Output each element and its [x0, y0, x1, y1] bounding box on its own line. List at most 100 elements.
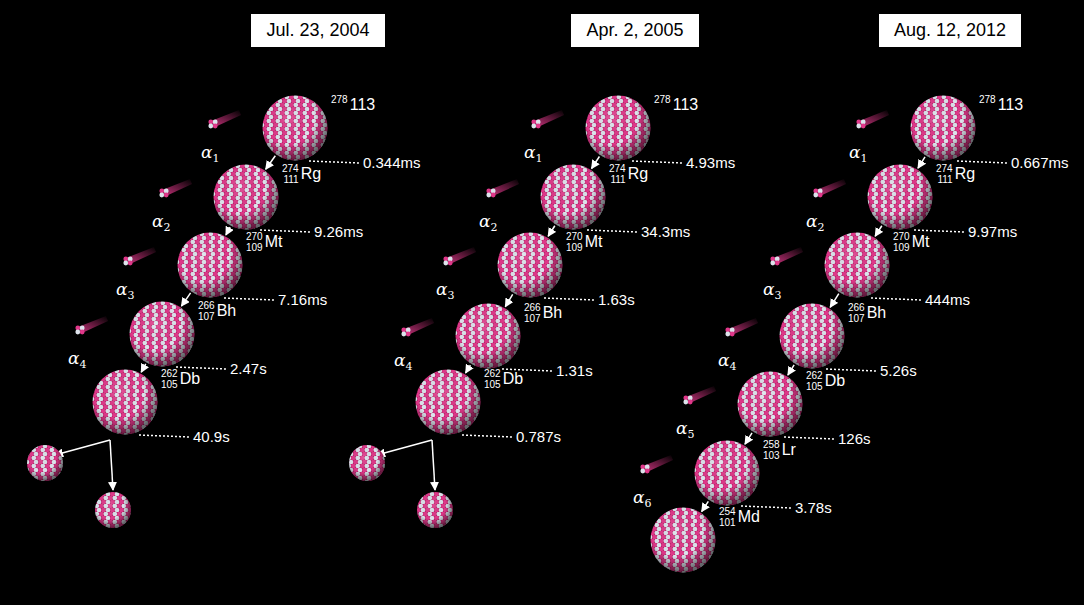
- nuclide-label: 262105Db: [161, 368, 200, 390]
- nuclide-label: 270109Mt: [566, 231, 602, 253]
- alpha-index: 4: [79, 358, 86, 371]
- half-life: 1.63s: [598, 291, 635, 308]
- nucleus-sphere: [497, 232, 563, 298]
- nucleus-sphere: [585, 95, 651, 161]
- alpha-particle: [725, 328, 734, 337]
- alpha-symbol: α: [201, 142, 212, 162]
- element-symbol: Mt: [265, 233, 283, 251]
- mass-number: 262: [161, 368, 178, 379]
- alpha-index: 2: [163, 221, 170, 234]
- nucleus-sphere: [415, 369, 481, 435]
- half-life: 0.667ms: [1011, 154, 1069, 171]
- alpha-mark: α1: [201, 142, 219, 162]
- mass-number: 254: [719, 506, 736, 517]
- alpha-particle: [123, 257, 132, 266]
- decay-arrow: [466, 365, 471, 373]
- alpha-mark: α3: [436, 279, 454, 299]
- leader-line: [176, 367, 226, 369]
- half-life: 0.787s: [516, 428, 561, 445]
- nucleus-sphere: [177, 232, 243, 298]
- alpha-particle: [401, 328, 410, 337]
- leader-line: [309, 161, 359, 163]
- nuclide-numbers: 278: [979, 94, 996, 116]
- mass-number: 278: [331, 94, 348, 105]
- element-number: 113: [673, 96, 699, 114]
- nuclide-label: 262105Db: [806, 370, 845, 392]
- element-symbol: Bh: [867, 304, 887, 322]
- alpha-symbol: α: [479, 211, 490, 231]
- atomic-number: 107: [198, 311, 215, 322]
- alpha-mark: α6: [633, 487, 651, 507]
- nucleus-sphere: [129, 301, 195, 367]
- alpha-symbol: α: [763, 279, 774, 299]
- atomic-number: 101: [719, 517, 736, 528]
- half-life: 2.47s: [230, 360, 267, 377]
- alpha-symbol: α: [152, 211, 163, 231]
- decay-arrow: [875, 226, 882, 237]
- nucleus: 274111Rg: [213, 164, 279, 230]
- alpha-symbol: α: [849, 142, 860, 162]
- decay-arrow: [181, 293, 190, 306]
- nuclide-label: 266107Bh: [848, 302, 886, 324]
- nuclide-label: 274111Rg: [282, 163, 321, 185]
- nucleus-sphere: [92, 369, 158, 435]
- half-life: 34.3ms: [641, 223, 690, 240]
- atomic-number: 107: [848, 313, 865, 324]
- leader-line: [957, 161, 1007, 163]
- alpha-particle: [208, 120, 217, 129]
- alpha-particle: [75, 326, 84, 335]
- leader-line: [224, 298, 274, 300]
- half-life: 3.78s: [795, 499, 832, 516]
- alpha-mark: α3: [763, 279, 781, 299]
- fission-fragment: [417, 492, 453, 528]
- nucleus-sphere: [455, 303, 521, 369]
- date-box: Jul. 23, 2004: [251, 14, 384, 47]
- mass-number: 278: [654, 94, 671, 105]
- nuclide-label: 258103Lr: [763, 439, 796, 461]
- decay-arrow: [226, 227, 230, 235]
- decay-arrow: [592, 156, 600, 168]
- date-box: Apr. 2, 2005: [571, 14, 698, 47]
- mass-number: 270: [246, 231, 263, 242]
- nuclide-numbers: 266107: [198, 300, 215, 322]
- atomic-number: 109: [246, 242, 263, 253]
- leader-line: [587, 230, 637, 232]
- nucleus-sphere: [540, 164, 606, 230]
- atomic-number: 105: [806, 381, 823, 392]
- nucleus-sphere: [262, 95, 328, 161]
- atomic-number: 109: [566, 242, 583, 253]
- nucleus-sphere: [737, 371, 803, 437]
- alpha-index: 5: [687, 428, 694, 441]
- half-life: 9.97ms: [968, 223, 1017, 240]
- element-symbol: Db: [180, 370, 200, 388]
- alpha-index: 6: [644, 497, 651, 510]
- mass-number: 266: [848, 302, 865, 313]
- fission-arrow: [432, 440, 435, 490]
- alpha-index: 1: [212, 152, 219, 165]
- element-symbol: Db: [825, 372, 845, 390]
- half-life: 444ms: [925, 291, 970, 308]
- alpha-particle: [856, 120, 865, 129]
- nuclide-label: 274111Rg: [609, 163, 648, 185]
- nucleus: 254101Md: [650, 507, 716, 573]
- mass-number: 266: [524, 302, 541, 313]
- decay-arrow: [830, 294, 839, 308]
- nuclide-label: 278 113: [654, 94, 698, 116]
- alpha-index: 1: [535, 152, 542, 165]
- nucleus-sphere: [867, 164, 933, 230]
- alpha-particle: [486, 189, 495, 198]
- atomic-number: 107: [524, 313, 541, 324]
- alpha-particle: [770, 257, 779, 266]
- mass-number: 262: [484, 368, 501, 379]
- nucleus-sphere: [694, 440, 760, 506]
- nucleus-sphere: [910, 95, 976, 161]
- alpha-mark: α2: [152, 211, 170, 231]
- alpha-index: 1: [860, 152, 867, 165]
- mass-number: 258: [763, 439, 780, 450]
- leader-line: [741, 506, 791, 508]
- nuclide-label: 254101Md: [719, 506, 760, 528]
- nucleus: 270109Mt: [177, 232, 243, 298]
- element-symbol: Lr: [782, 441, 796, 459]
- alpha-mark: α1: [524, 142, 542, 162]
